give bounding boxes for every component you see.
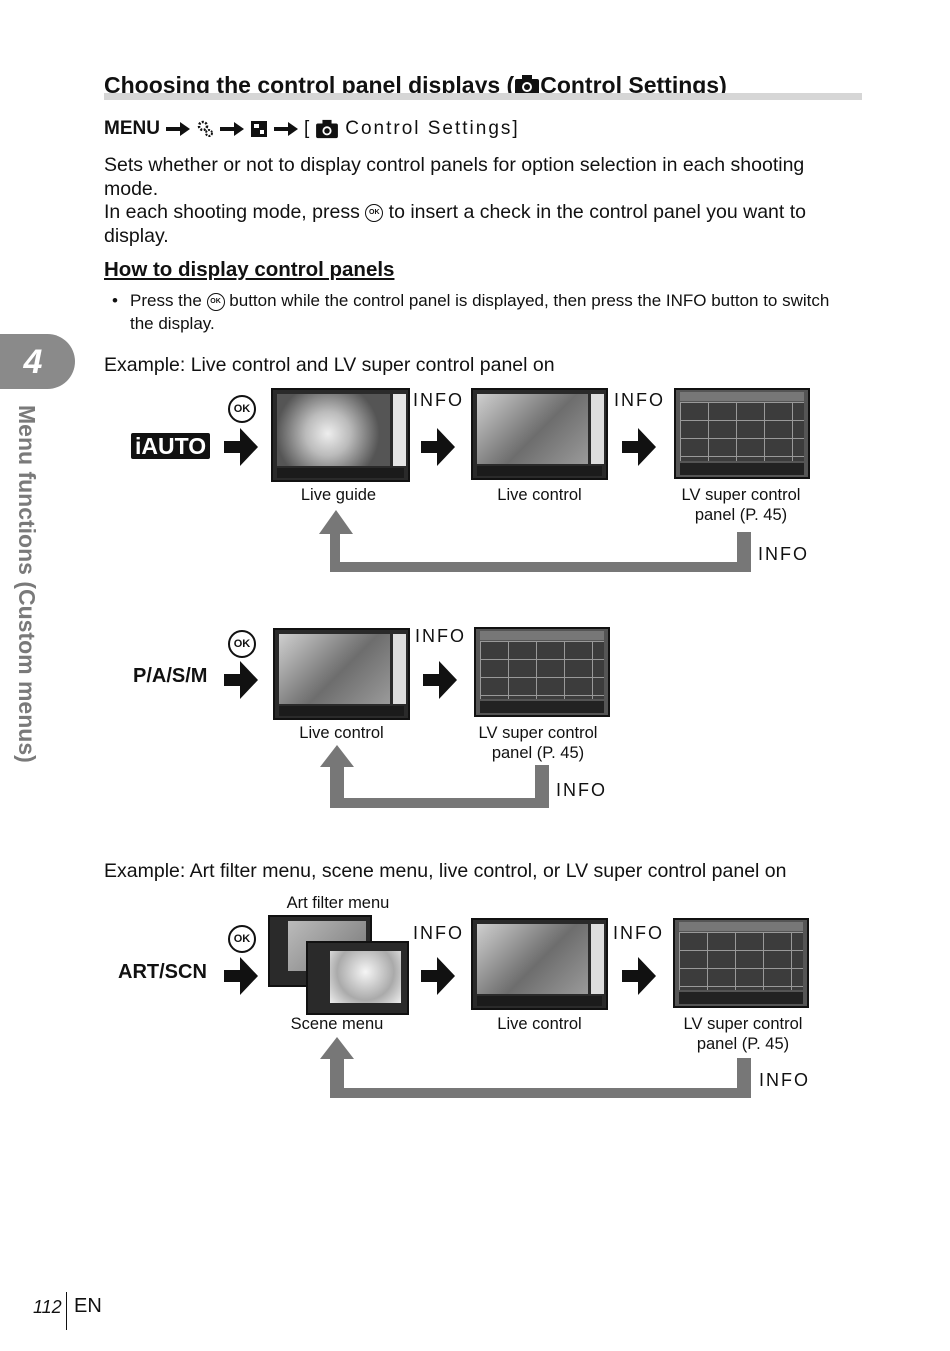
chapter-number: 4 <box>23 343 43 381</box>
caption-live-control: Live control <box>497 1015 582 1033</box>
ok-button-icon: OK <box>228 630 256 658</box>
loop-bottom <box>330 798 549 808</box>
camera-icon <box>515 75 540 95</box>
example-1-label: Example: Live control and LV super contr… <box>104 354 555 376</box>
caption-art-filter: Art filter menu <box>286 894 390 912</box>
arrow-right-icon <box>165 122 190 136</box>
arrow-right-icon <box>224 428 258 466</box>
section-heading: How to display control panels <box>104 258 395 281</box>
ok-button-icon: OK <box>228 925 256 953</box>
chapter-tab <box>0 334 75 389</box>
loop-bottom <box>330 562 751 572</box>
ok-button-icon: OK <box>228 395 256 423</box>
caption-live-control: Live control <box>299 724 384 742</box>
ok-button-icon: OK <box>365 203 384 222</box>
info-button-label: INFO <box>759 1070 810 1090</box>
caption-lv-super-line2: panel (P. 45) <box>491 744 585 762</box>
title-underline-bar <box>104 93 862 100</box>
mode-art-scn: ART/SCN <box>118 961 207 983</box>
ok-button-icon: OK <box>206 292 225 311</box>
mode-iauto: iAUTO <box>131 432 211 460</box>
arrow-right-icon <box>219 122 244 136</box>
arrow-right-icon <box>224 957 258 995</box>
info-button-label: INFO <box>613 923 664 943</box>
info-button-label: INFO <box>758 544 809 564</box>
info-button-label: INFO <box>556 780 607 800</box>
page-number-divider <box>66 1292 67 1330</box>
chapter-title-vertical: Menu functions (Custom menus) <box>14 405 40 763</box>
mode-pasm: P/A/S/M <box>133 665 208 687</box>
example-2-label: Example: Art filter menu, scene menu, li… <box>104 860 787 882</box>
live-control-screen <box>471 388 608 480</box>
arrow-right-icon <box>421 428 455 466</box>
page-number: 112 <box>33 1297 62 1317</box>
scene-menu-screen <box>306 941 409 1015</box>
arrow-up-icon <box>319 510 353 534</box>
info-button-label: INFO <box>413 390 464 410</box>
intro-paragraph-2: In each shooting mode, press OK to inser… <box>104 201 806 247</box>
arrow-right-icon <box>622 428 656 466</box>
loop-right-leg <box>535 765 549 808</box>
info-button-label: INFO <box>415 626 466 646</box>
lv-super-control-screen <box>474 627 610 717</box>
intro-paragraph-1: Sets whether or not to display control p… <box>104 154 805 200</box>
arrow-up-icon <box>320 745 354 767</box>
caption-live-guide: Live guide <box>300 486 377 504</box>
caption-lv-super-line2: panel (P. 45) <box>694 506 788 524</box>
arrow-right-icon <box>622 957 656 995</box>
caption-scene-menu: Scene menu <box>290 1015 384 1033</box>
arrow-right-icon <box>224 661 258 699</box>
caption-lv-super-line1: LV super control <box>683 1015 803 1033</box>
arrow-right-icon <box>423 661 457 699</box>
language-code: EN <box>74 1295 102 1317</box>
caption-lv-super-line1: LV super control <box>681 486 801 504</box>
live-control-screen <box>273 628 410 720</box>
caption-lv-super-line2: panel (P. 45) <box>696 1035 790 1053</box>
menu-path: MENU [Control Settings] <box>104 118 520 139</box>
custom-gear-icon <box>197 120 213 137</box>
arrow-right-icon <box>421 957 455 995</box>
arrow-right-icon <box>273 122 298 136</box>
live-control-screen <box>471 918 608 1010</box>
live-guide-screen <box>271 388 410 482</box>
caption-live-control: Live control <box>497 486 582 504</box>
info-button-label: INFO <box>413 923 464 943</box>
info-button-label: INFO <box>614 390 665 410</box>
loop-bottom <box>330 1088 751 1098</box>
lv-super-control-screen <box>673 918 809 1008</box>
display-tab-icon <box>250 121 267 137</box>
caption-lv-super-line1: LV super control <box>478 724 598 742</box>
lv-super-control-screen <box>674 388 810 479</box>
camera-icon <box>316 119 339 139</box>
menu-label: MENU <box>104 118 160 139</box>
loop-left-leg <box>330 765 344 808</box>
arrow-up-icon <box>320 1037 354 1059</box>
